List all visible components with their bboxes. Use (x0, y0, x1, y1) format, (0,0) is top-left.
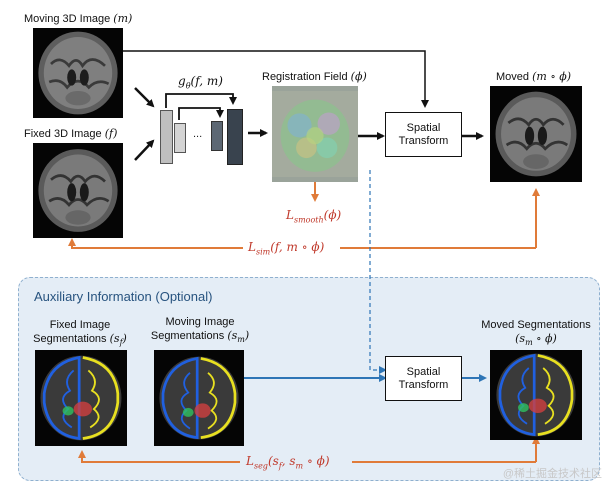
moving-image-label: Moving 3D Image (m) (24, 12, 133, 25)
encoder-layer-2 (174, 123, 186, 153)
fixed-seg-image (35, 350, 127, 446)
sim-loss-label: Lsim(f, m ∘ ϕ) (248, 240, 325, 257)
field-label: Registration Field (ϕ) (262, 70, 367, 83)
moving-to-transform-line (123, 50, 429, 108)
network-label: gθ(f, m) (178, 74, 223, 91)
decoder-layer-2 (227, 109, 243, 165)
moved-image-label: Moved (m ∘ ϕ) (496, 70, 571, 83)
smooth-loss-label: Lsmooth(ϕ) (286, 208, 342, 225)
registration-field-image (272, 86, 358, 182)
moving-image (33, 28, 123, 118)
sim-loss-line-left (68, 238, 243, 249)
decoder-layer-1 (211, 121, 223, 151)
moving-seg-image (154, 350, 244, 446)
seg-loss-line-left (78, 450, 240, 463)
fixed-image (33, 143, 123, 238)
network-skip-outer (165, 93, 237, 108)
encoder-layer-1 (160, 110, 173, 164)
network-ellipsis: ... (193, 128, 203, 140)
auxiliary-title: Auxiliary Information (Optional) (34, 289, 213, 304)
fixed-to-network-arrow (134, 139, 155, 161)
moved-image (490, 86, 582, 182)
seg-loss-label: Lseg(sf, sm ∘ ϕ) (246, 454, 330, 471)
moved-seg-label: Moved Segmentations(sm ∘ ϕ) (481, 319, 591, 348)
fixed-image-label: Fixed 3D Image (f) (24, 127, 118, 140)
moving-to-network-arrow (134, 87, 155, 108)
moved-seg-image (490, 350, 582, 440)
watermark: @稀土掘金技术社区 (502, 468, 602, 480)
field-to-aux-transform-dashed (369, 170, 387, 374)
network-skip-inner (178, 107, 224, 120)
